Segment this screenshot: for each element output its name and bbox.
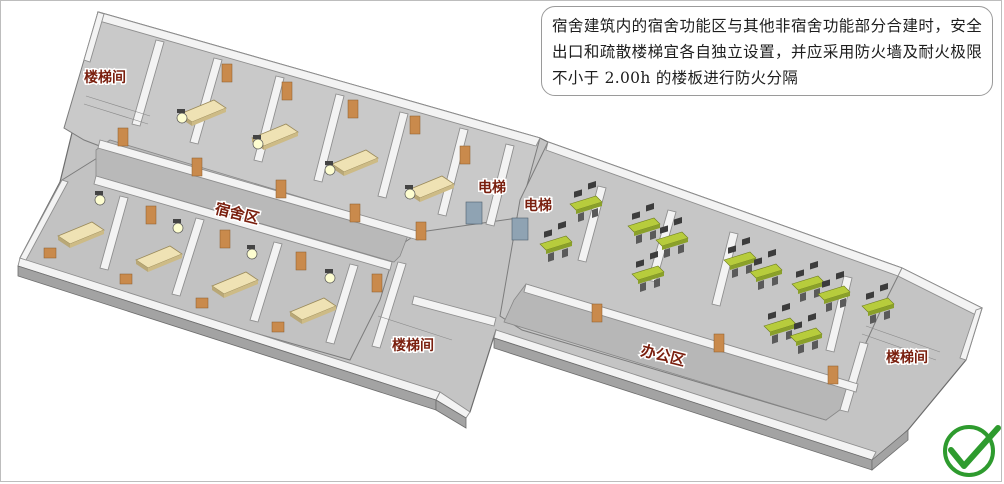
label-stair-e: 楼梯间	[886, 349, 928, 366]
label-stair-nw: 楼梯间	[84, 69, 126, 86]
label-elevator-1: 电梯	[478, 179, 506, 196]
note-callout: 宿舍建筑内的宿舍功能区与其他非宿舍功能部分合建时，安全出口和疏散楼梯宜各自独立设…	[541, 6, 993, 96]
label-stair-mid: 楼梯间	[392, 337, 434, 354]
wall-tops	[17, 11, 983, 461]
label-elevator-2: 电梯	[524, 197, 552, 214]
doors	[43, 63, 839, 385]
note-text: 宿舍建筑内的宿舍功能区与其他非宿舍功能部分合建时，安全出口和疏散楼梯宜各自独立设…	[552, 17, 982, 87]
check-mark-icon	[943, 425, 1001, 477]
stair-lines	[83, 95, 941, 361]
elevator-doors	[465, 201, 529, 241]
outer-wall-faces	[17, 265, 909, 471]
